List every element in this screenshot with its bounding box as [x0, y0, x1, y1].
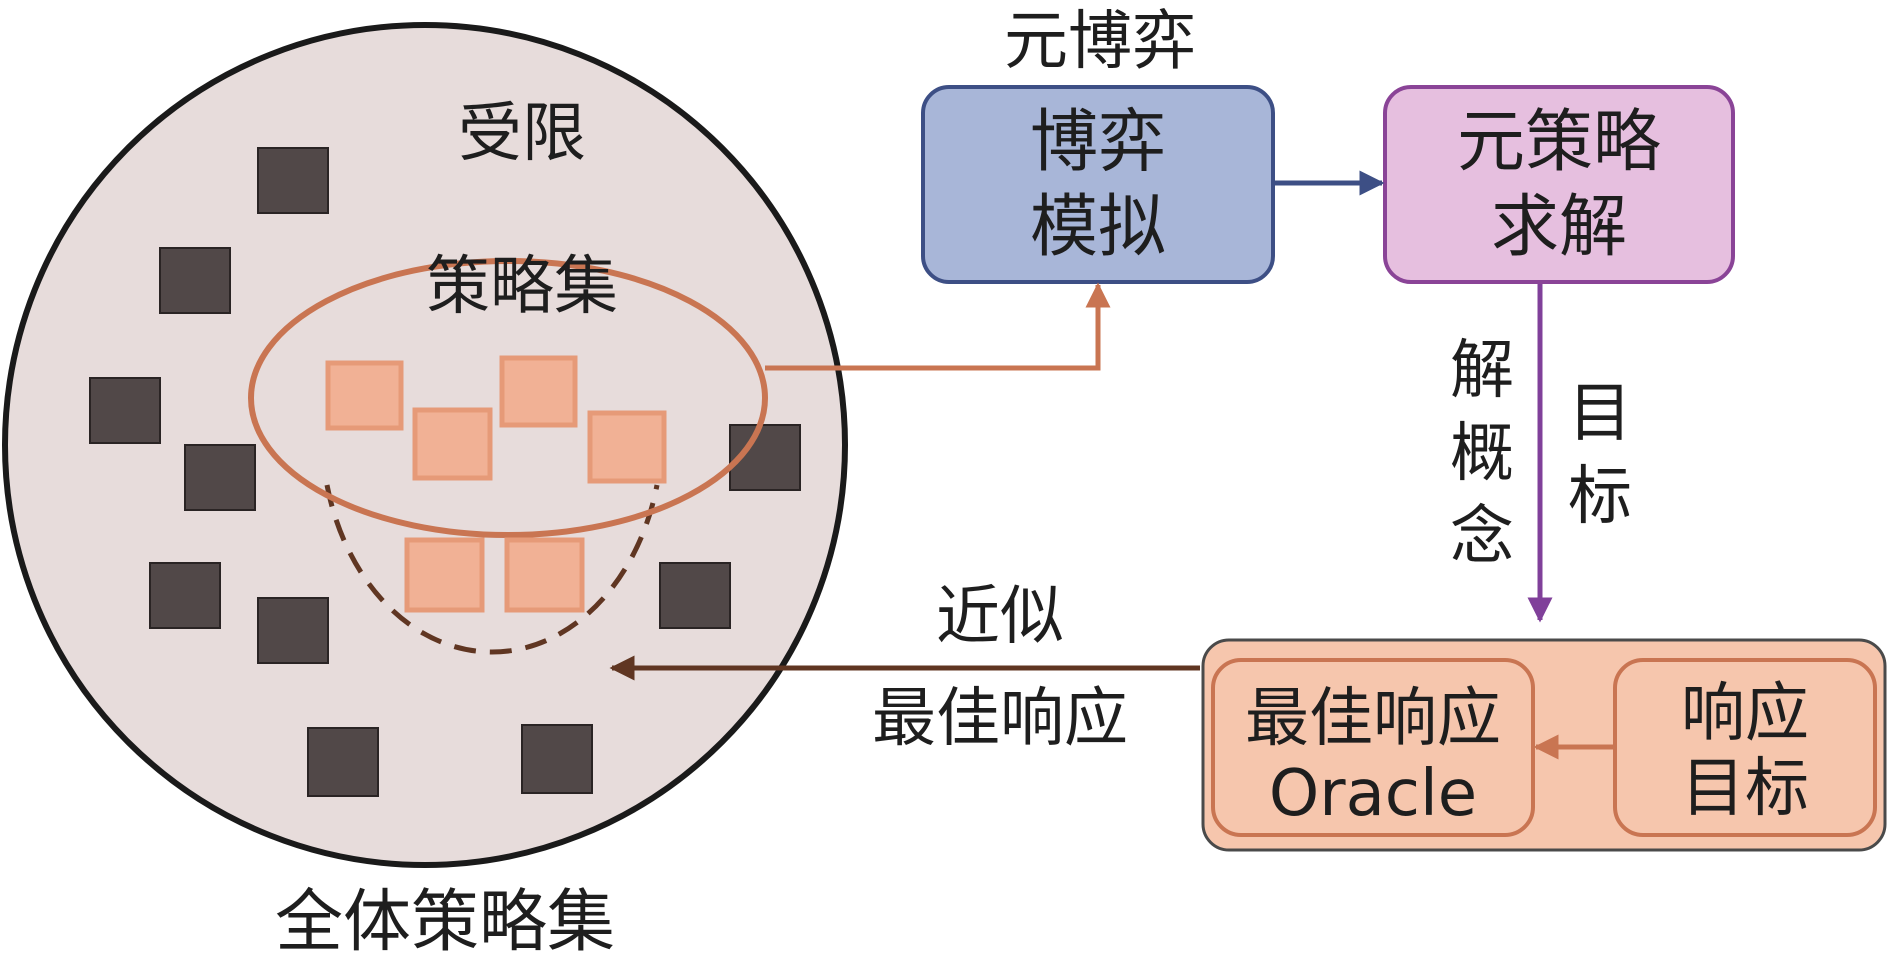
response-target-line2: 目标	[1681, 752, 1809, 826]
restricted-label-line2: 策略集	[426, 250, 618, 324]
strategy-square	[729, 424, 801, 491]
response-target-line1: 响应	[1681, 677, 1809, 751]
solution-concept-char: 念	[1450, 500, 1514, 574]
restricted-label-line1: 受限	[458, 97, 586, 171]
strategy-square	[257, 147, 329, 214]
meta-strategy-line1: 元策略	[1457, 103, 1661, 182]
oracle-line1: 最佳响应	[1245, 682, 1501, 756]
restricted-strategy-square	[587, 410, 667, 484]
strategy-square	[307, 727, 379, 797]
approx-label-line2: 最佳响应	[872, 682, 1128, 756]
strategy-square	[89, 377, 161, 444]
game-simulation-line1: 博弈	[1030, 103, 1166, 182]
best-response-oracle-box	[1211, 658, 1535, 837]
game-simulation-box	[921, 85, 1275, 284]
strategy-square	[149, 562, 221, 629]
solution-concept-char: 解	[1450, 334, 1514, 408]
unrestricted-strategies	[89, 147, 801, 797]
meta-strategy-line2: 求解	[1491, 188, 1627, 267]
target-char: 目	[1568, 377, 1632, 451]
restricted-strategy-square	[499, 355, 578, 428]
oracle-line2: Oracle	[1269, 757, 1477, 831]
restricted-strategy-set-ellipse	[248, 258, 768, 538]
strategy-square	[521, 724, 593, 794]
game-simulation-line2: 模拟	[1030, 188, 1166, 267]
approx-label-line1: 近似	[936, 580, 1064, 654]
restricted-strategy-square	[404, 537, 485, 613]
restricted-strategies	[325, 355, 667, 613]
strategy-square	[159, 247, 231, 314]
strategy-square	[257, 597, 329, 664]
meta-game-title: 元博弈	[1004, 5, 1196, 79]
restricted-strategy-square	[504, 537, 585, 613]
solution-concept-char: 概	[1450, 417, 1514, 491]
strategy-square	[659, 562, 731, 629]
restricted-strategy-square	[325, 360, 404, 431]
expanded-strategy-set-dashed	[324, 484, 660, 655]
target-char: 标	[1568, 460, 1632, 534]
full-set-label: 全体策略集	[275, 883, 615, 956]
solution-concept-label: 解 概 念	[1450, 334, 1514, 574]
response-target-box	[1613, 658, 1877, 837]
target-label: 目 标	[1568, 377, 1632, 534]
restricted-strategy-square	[412, 407, 493, 481]
meta-strategy-solver-box	[1383, 85, 1735, 284]
strategy-square	[184, 444, 256, 511]
arrow-restricted-to-sim	[765, 282, 1111, 371]
